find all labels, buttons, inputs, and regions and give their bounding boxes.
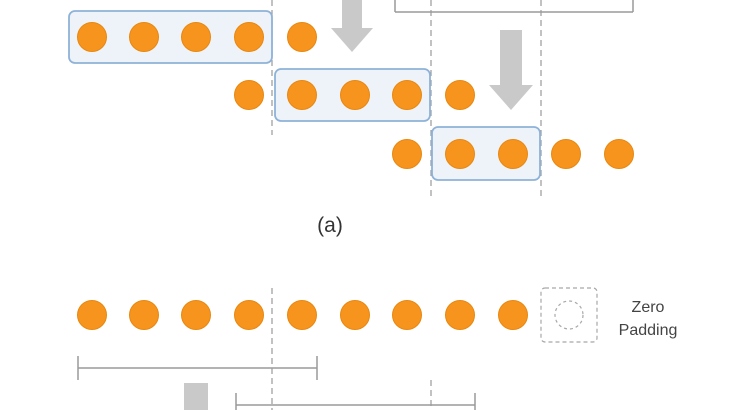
bracket [235,393,476,410]
brackets [77,0,634,410]
sequence-dot [181,300,211,330]
sequence-dot [340,80,370,110]
sequence-dot [498,139,528,169]
sequence-dot [445,139,475,169]
sequence-dot [129,22,159,52]
sequence-dot [77,300,107,330]
zero-padding-label-line1: Zero [631,299,665,316]
sequence-dot [604,139,634,169]
caption-a: (a) [317,214,343,237]
dots [77,22,634,330]
sequence-dot [551,139,581,169]
sequence-dot [445,300,475,330]
bracket [77,356,318,380]
sequence-dot [77,22,107,52]
sequence-dot [392,139,422,169]
sequence-dot [287,22,317,52]
sequence-dot [392,300,422,330]
sequence-dot [445,80,475,110]
bracket [394,0,634,13]
sequence-dot [181,22,211,52]
sequence-dot [498,300,528,330]
sequence-dot [287,300,317,330]
sequence-dot [129,300,159,330]
window-box [68,10,273,64]
padding-circle [554,300,584,330]
zero-padding-icon [540,287,598,343]
down-arrow-icon [331,0,373,52]
zero-padding-label: Zero Padding [606,296,690,342]
arrows [184,0,533,410]
sequence-dot [340,300,370,330]
sequence-dot [287,80,317,110]
zero-padding-label-line2: Padding [618,322,678,339]
down-arrow-icon [184,383,208,410]
down-arrow-icon [489,30,533,110]
sequence-dot [234,80,264,110]
sequence-dot [234,300,264,330]
sequence-dot [392,80,422,110]
sequence-dot [234,22,264,52]
padding-box [540,287,598,343]
